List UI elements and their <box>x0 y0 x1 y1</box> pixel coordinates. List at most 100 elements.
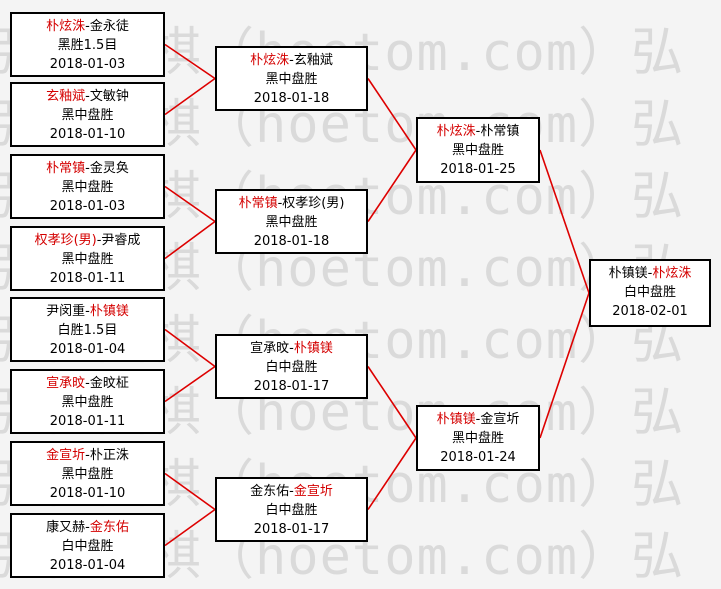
semifinal-match: 朴炫洙-朴常镇黑中盘胜 2018-01-25 <box>416 117 540 183</box>
quarterfinal-match: 朴炫洙-玄釉斌黑中盘胜 2018-01-18 <box>215 46 368 111</box>
players-separator: - <box>96 233 102 248</box>
bracket-connector-line <box>367 366 417 439</box>
match-result: 黑中盘胜 <box>61 180 114 195</box>
match-result: 黑中盘胜 <box>61 252 114 267</box>
winner-name: 宣承旼 <box>46 376 86 391</box>
match-result: 黑胜1.5目 <box>57 38 118 53</box>
match-date: 2018-01-10 <box>49 486 126 501</box>
loser-name: 金宣圻 <box>480 412 520 427</box>
bracket-connector-line <box>367 149 417 222</box>
winner-name: 金宣圻 <box>293 484 333 499</box>
players-separator: - <box>85 520 90 535</box>
winner-name: 权孝珍(男) <box>34 233 97 248</box>
bracket-connector-line <box>164 43 216 80</box>
round-1-match: 朴常镇-金灵奂黑中盘胜 2018-01-03 <box>10 154 165 219</box>
match-players: 朴炫洙-金永徒 <box>12 17 163 36</box>
match-players: 权孝珍(男)-尹睿成 <box>12 231 163 250</box>
match-result: 白中盘胜 <box>265 360 318 375</box>
players-separator: - <box>85 89 90 104</box>
round-1-match: 金宣圻-朴正洙黑中盘胜 2018-01-10 <box>10 441 165 506</box>
match-date: 2018-01-17 <box>253 379 330 394</box>
players-separator: - <box>475 412 481 427</box>
players-separator: - <box>647 266 653 281</box>
bracket-connector-line <box>539 292 590 439</box>
match-players: 金东佑-金宣圻 <box>217 482 366 501</box>
round-1-match: 康又赫-金东佑白中盘胜 2018-01-04 <box>10 513 165 578</box>
bracket-connector-line <box>164 472 216 511</box>
loser-name: 朴正洙 <box>89 448 129 463</box>
match-result: 白中盘胜 <box>623 285 676 300</box>
match-date: 2018-01-25 <box>440 162 516 177</box>
match-date: 2018-01-11 <box>49 414 126 429</box>
round-1-match: 宣承旼-金旼柾黑中盘胜 2018-01-11 <box>10 369 165 434</box>
match-date: 2018-01-24 <box>440 450 516 465</box>
match-players: 朴炫洙-玄釉斌 <box>217 51 366 70</box>
loser-name: 金旼柾 <box>89 376 129 391</box>
bracket-connector-line <box>164 365 216 403</box>
match-result: 黑中盘胜 <box>61 395 114 410</box>
match-players: 宣承旼-朴镇镁 <box>217 339 366 358</box>
winner-name: 朴炫洙 <box>436 124 476 139</box>
players-separator: - <box>277 196 283 211</box>
loser-name: 金永徒 <box>89 19 129 34</box>
match-result: 黑中盘胜 <box>265 72 318 87</box>
match-result: 黑中盘胜 <box>451 143 504 158</box>
match-date: 2018-01-18 <box>253 234 330 249</box>
bracket-connector-line <box>539 149 590 294</box>
final-match: 朴镇镁-朴炫洙白中盘胜 2018-02-01 <box>589 259 711 327</box>
match-players: 宣承旼-金旼柾 <box>12 374 163 393</box>
match-date: 2018-01-04 <box>49 558 126 573</box>
match-players: 朴常镇-权孝珍(男) <box>217 194 366 213</box>
bracket-connector-line <box>164 328 216 368</box>
winner-name: 朴常镇 <box>238 196 278 211</box>
round-1-match: 权孝珍(男)-尹睿成黑中盘胜 2018-01-11 <box>10 226 165 291</box>
quarterfinal-match: 宣承旼-朴镇镁白中盘胜 2018-01-17 <box>215 334 368 399</box>
players-separator: - <box>85 448 90 463</box>
players-separator: - <box>475 124 481 139</box>
match-result: 黑中盘胜 <box>61 467 114 482</box>
winner-name: 玄釉斌 <box>46 89 86 104</box>
players-separator: - <box>85 304 90 319</box>
match-result: 黑中盘胜 <box>61 108 114 123</box>
loser-name: 宣承旼 <box>250 341 290 356</box>
match-date: 2018-01-10 <box>49 127 126 142</box>
match-date: 2018-01-18 <box>253 91 330 106</box>
match-date: 2018-01-04 <box>49 342 126 357</box>
match-date: 2018-02-01 <box>612 304 688 319</box>
match-players: 朴炫洙-朴常镇 <box>418 122 538 141</box>
loser-name: 玄釉斌 <box>293 53 333 68</box>
winner-name: 朴炫洙 <box>250 53 290 68</box>
match-players: 尹闵重-朴镇镁 <box>12 302 163 321</box>
loser-name: 金灵奂 <box>89 161 129 176</box>
winner-name: 朴镇镁 <box>293 341 333 356</box>
match-date: 2018-01-03 <box>49 199 126 214</box>
match-players: 朴镇镁-金宣圻 <box>418 410 538 429</box>
players-separator: - <box>85 19 90 34</box>
winner-name: 朴炫洙 <box>46 19 86 34</box>
players-separator: - <box>85 376 90 391</box>
bracket-connector-line <box>367 437 417 510</box>
bracket-connector-line <box>164 185 216 223</box>
winner-name: 金宣圻 <box>46 448 86 463</box>
winner-name: 朴常镇 <box>46 161 86 176</box>
loser-name: 康又赫 <box>46 520 86 535</box>
loser-name: 朴镇镁 <box>608 266 648 281</box>
loser-name: 权孝珍(男) <box>282 196 345 211</box>
winner-name: 朴镇镁 <box>89 304 129 319</box>
bracket-connector-line <box>164 77 216 116</box>
match-date: 2018-01-11 <box>49 271 126 286</box>
bracket-connector-line <box>367 78 417 151</box>
loser-name: 尹闵重 <box>46 304 86 319</box>
players-separator: - <box>289 53 294 68</box>
players-separator: - <box>85 161 90 176</box>
match-players: 朴镇镁-朴炫洙 <box>591 264 709 283</box>
loser-name: 尹睿成 <box>101 233 141 248</box>
winner-name: 朴炫洙 <box>652 266 692 281</box>
winner-name: 金东佑 <box>89 520 129 535</box>
match-result: 白中盘胜 <box>61 539 114 554</box>
bracket-connector-line <box>164 508 216 547</box>
